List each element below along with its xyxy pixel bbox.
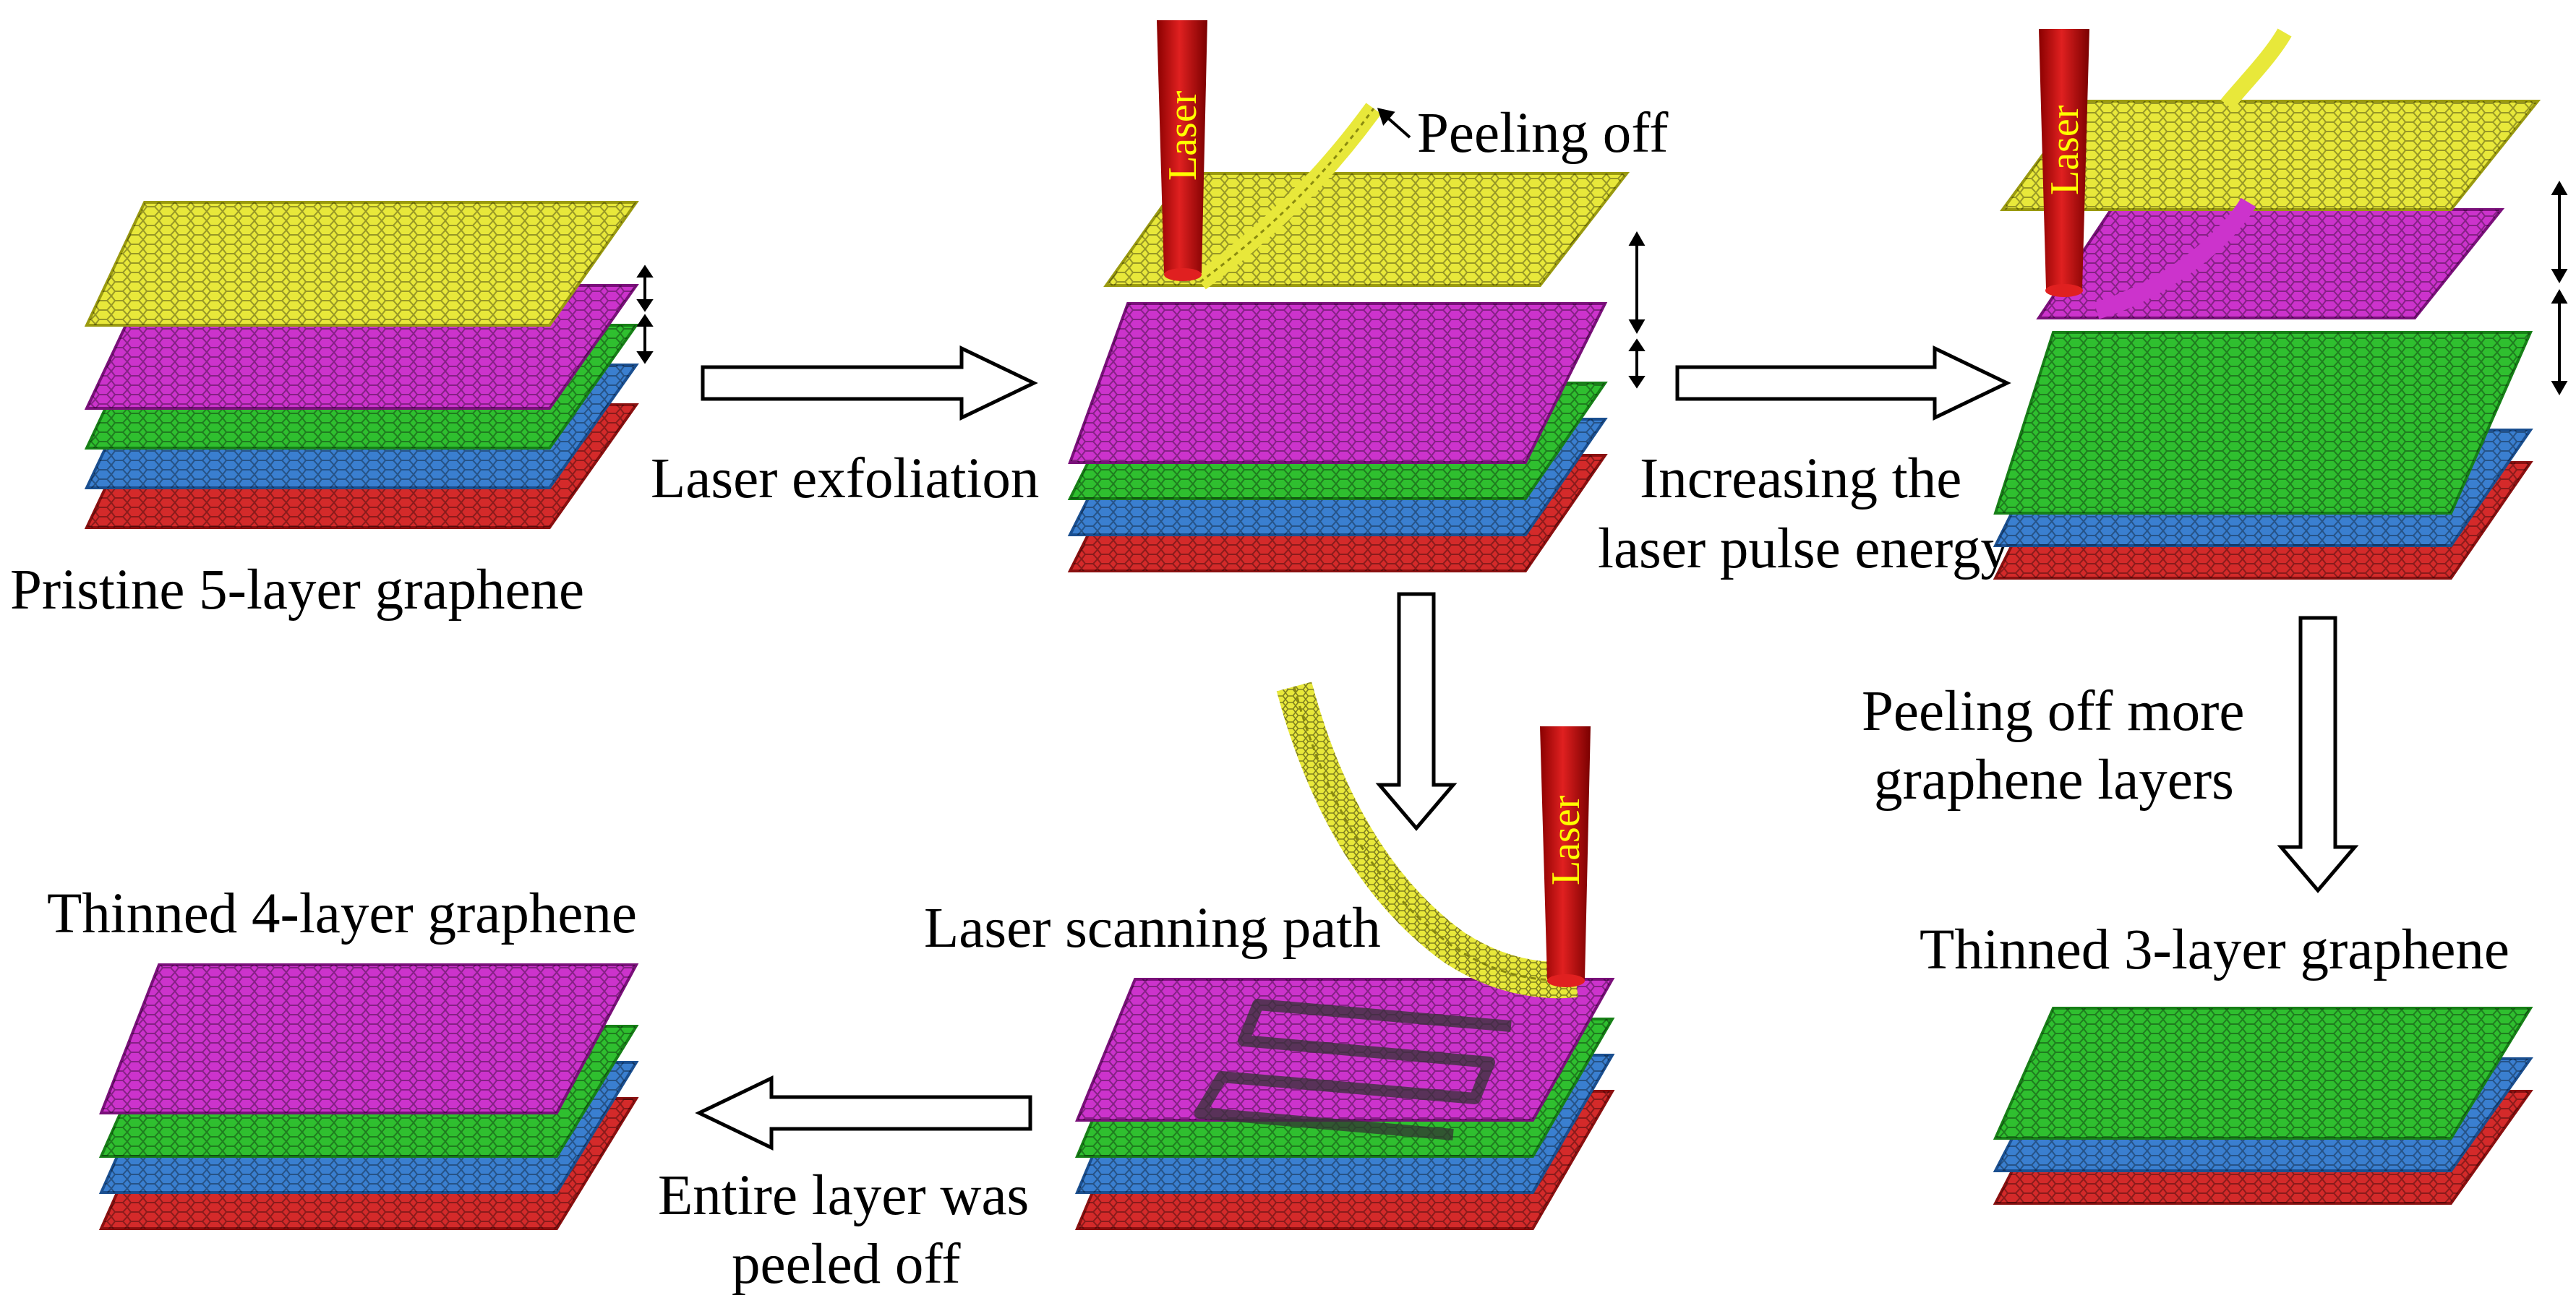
label-peeling-off: Peeling off bbox=[1417, 102, 1669, 165]
label-thinned-4: Thinned 4-layer graphene bbox=[47, 882, 637, 945]
laser-label: Laser bbox=[1160, 90, 1205, 181]
thinned3-stack bbox=[1993, 1007, 2533, 1205]
spacing-arrows-exfoliation bbox=[1628, 231, 1646, 389]
laser-label-bottom: Laser bbox=[1544, 795, 1588, 885]
peeled-ribbon bbox=[1276, 682, 1578, 999]
laser-label-right: Laser bbox=[2042, 105, 2087, 195]
arrow-down-middle bbox=[1375, 592, 1458, 831]
arrow-right-1 bbox=[701, 345, 1038, 421]
label-thinned-3: Thinned 3-layer graphene bbox=[1920, 919, 2509, 981]
arrow-down-right bbox=[2277, 616, 2359, 893]
pristine-stack bbox=[84, 201, 639, 529]
label-pristine: Pristine 5-layer graphene bbox=[10, 559, 584, 622]
exfoliation-stack bbox=[1067, 103, 1630, 572]
thinned4-stack bbox=[98, 963, 639, 1230]
increasing-stack bbox=[1993, 28, 2541, 580]
label-entire-1: Entire layer was bbox=[658, 1164, 1029, 1227]
scanning-path bbox=[1194, 999, 1512, 1140]
label-exfoliation: Laser exfoliation bbox=[651, 447, 1039, 510]
spacing-arrows-pristine bbox=[636, 265, 654, 364]
label-scanning: Laser scanning path bbox=[924, 897, 1381, 960]
arrow-left bbox=[695, 1075, 1032, 1151]
layer-yellow bbox=[84, 201, 639, 327]
laser-beam-right: Laser bbox=[2039, 29, 2089, 297]
label-peeling-more-1: Peeling off more bbox=[1862, 680, 2244, 743]
arrow-right-2 bbox=[1675, 345, 2011, 421]
spacing-arrows-increasing bbox=[2551, 180, 2568, 396]
label-peeling-more-2: graphene layers bbox=[1874, 749, 2234, 812]
laser-beam-bottom: Laser bbox=[1540, 726, 1591, 987]
peeling-pointer bbox=[1377, 108, 1411, 139]
laser-beam-top: Laser bbox=[1157, 20, 1207, 281]
label-increasing-2: laser pulse energy bbox=[1598, 517, 2009, 580]
label-entire-2: peeled off bbox=[732, 1233, 961, 1296]
label-increasing-1: Increasing the bbox=[1640, 447, 1961, 510]
